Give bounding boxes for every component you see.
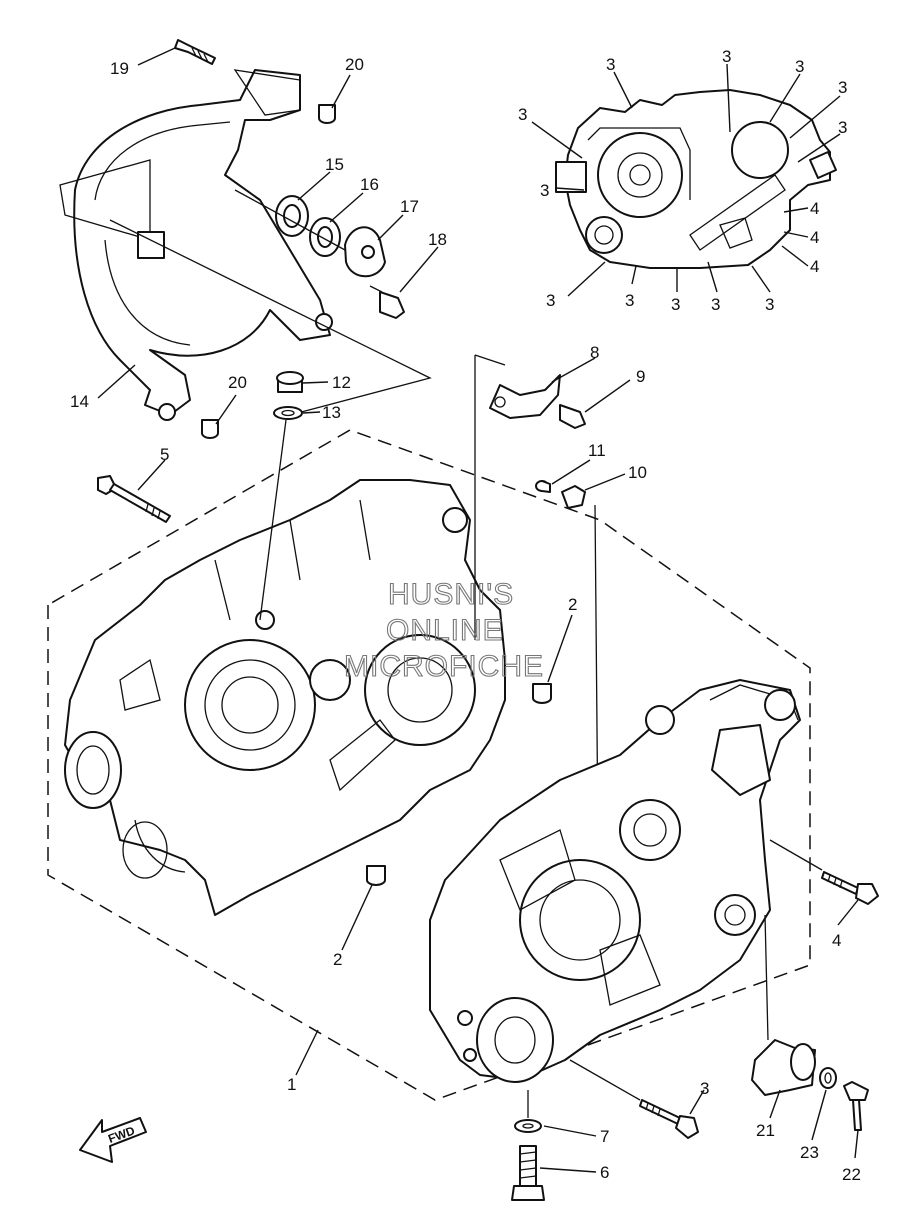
- callout-19: 19: [110, 59, 129, 78]
- assembly-dashed-box: [47, 429, 811, 1101]
- inset-callout-4: 4: [810, 199, 819, 218]
- inset-callout-4: 4: [810, 257, 819, 276]
- inset-callout: 3: [711, 295, 720, 314]
- inset-callout: 3: [671, 295, 680, 314]
- pin-11: [535, 480, 551, 493]
- bolt-3: [639, 1099, 699, 1139]
- callout-6: 6: [600, 1163, 609, 1182]
- callout-4: 4: [832, 931, 841, 950]
- bracket-8: [489, 374, 561, 419]
- inset-callout: 3: [540, 181, 549, 200]
- inset-callout: 3: [606, 55, 615, 74]
- callout-numbers: 19 20 15 16 17 18 14 20 12 13 5 8 9 11 1…: [70, 55, 861, 1184]
- crankcase-left-half: [64, 479, 506, 916]
- callout-20-upper: 20: [345, 55, 364, 74]
- callout-13: 13: [322, 403, 341, 422]
- inset-callout: 3: [838, 78, 847, 97]
- callout-2-lower: 2: [333, 950, 342, 969]
- callout-17: 17: [400, 197, 419, 216]
- inset-callout: 3: [722, 47, 731, 66]
- washer-13: [273, 406, 303, 420]
- callout-10: 10: [628, 463, 647, 482]
- dowel-2-lower: [366, 865, 386, 886]
- callout-14: 14: [70, 392, 89, 411]
- inset-callout: 3: [546, 291, 555, 310]
- callout-11: 11: [588, 441, 606, 460]
- callout-7: 7: [600, 1127, 609, 1146]
- projection-line: [234, 189, 346, 251]
- projection-line: [764, 914, 769, 1041]
- projection-line: [569, 1059, 641, 1101]
- crankcase-cover-14: [59, 69, 333, 421]
- stopper-10: [561, 485, 586, 509]
- plug-12: [276, 371, 304, 393]
- callout-20-lower: 20: [228, 373, 247, 392]
- fwd-arrow-icon: FWD: [79, 1117, 147, 1163]
- callout-22: 22: [842, 1165, 861, 1184]
- watermark-line-3: MICROFICHE: [344, 650, 544, 683]
- inset-callout-4: 4: [810, 228, 819, 247]
- crankcase-right-half: [429, 679, 801, 1083]
- dowel-2-right: [532, 683, 552, 704]
- bearing-15: [275, 195, 309, 237]
- callout-15: 15: [325, 155, 344, 174]
- cover-21: [751, 1039, 816, 1096]
- bolt-22: [843, 1081, 869, 1131]
- projection-line: [769, 839, 823, 871]
- callout-21: 21: [756, 1121, 775, 1140]
- bolt-5: [97, 475, 171, 523]
- dowel-20-lower: [201, 419, 219, 439]
- projection-line: [109, 219, 432, 416]
- callout-23: 23: [800, 1143, 819, 1162]
- o-ring-23: [819, 1067, 837, 1089]
- callout-1: 1: [287, 1075, 296, 1094]
- plate-17: [344, 226, 386, 278]
- callout-9: 9: [636, 367, 645, 386]
- inset-crankcase-view: [555, 89, 837, 269]
- inset-callout: 3: [765, 295, 774, 314]
- callout-8: 8: [590, 343, 599, 362]
- bolt-6: [511, 1145, 545, 1201]
- bolt-19: [174, 39, 216, 65]
- callout-3: 3: [700, 1079, 709, 1098]
- inset-callout: 3: [795, 57, 804, 76]
- inset-callout: 3: [518, 105, 527, 124]
- callout-16: 16: [360, 175, 379, 194]
- inset-callout: 3: [838, 118, 847, 137]
- projection-line: [474, 354, 506, 366]
- bearing-16: [309, 217, 341, 257]
- watermark-line-1: HUSNI'S: [388, 578, 514, 611]
- washer-7: [514, 1119, 542, 1133]
- callout-18: 18: [428, 230, 447, 249]
- bolt-18: [369, 285, 405, 319]
- fwd-label: FWD: [106, 1123, 137, 1146]
- inset-callout: 3: [625, 291, 634, 310]
- dowel-20-upper: [318, 104, 336, 124]
- watermark: HUSNI'S ONLINE MICROFICHE: [343, 577, 544, 683]
- inset-callout-numbers: 3 3 3 3 3 3 3 3 3 3 3 3 3 4 4 4: [518, 47, 847, 314]
- callout-2-right: 2: [568, 595, 577, 614]
- callout-leaders: [97, 47, 859, 1173]
- bolt-9: [559, 404, 586, 429]
- callout-5: 5: [160, 445, 169, 464]
- callout-12: 12: [332, 373, 351, 392]
- projection-line: [259, 419, 287, 621]
- watermark-line-2: ONLINE: [386, 614, 504, 647]
- bolt-4: [821, 871, 879, 905]
- inset-leaders: [531, 63, 841, 297]
